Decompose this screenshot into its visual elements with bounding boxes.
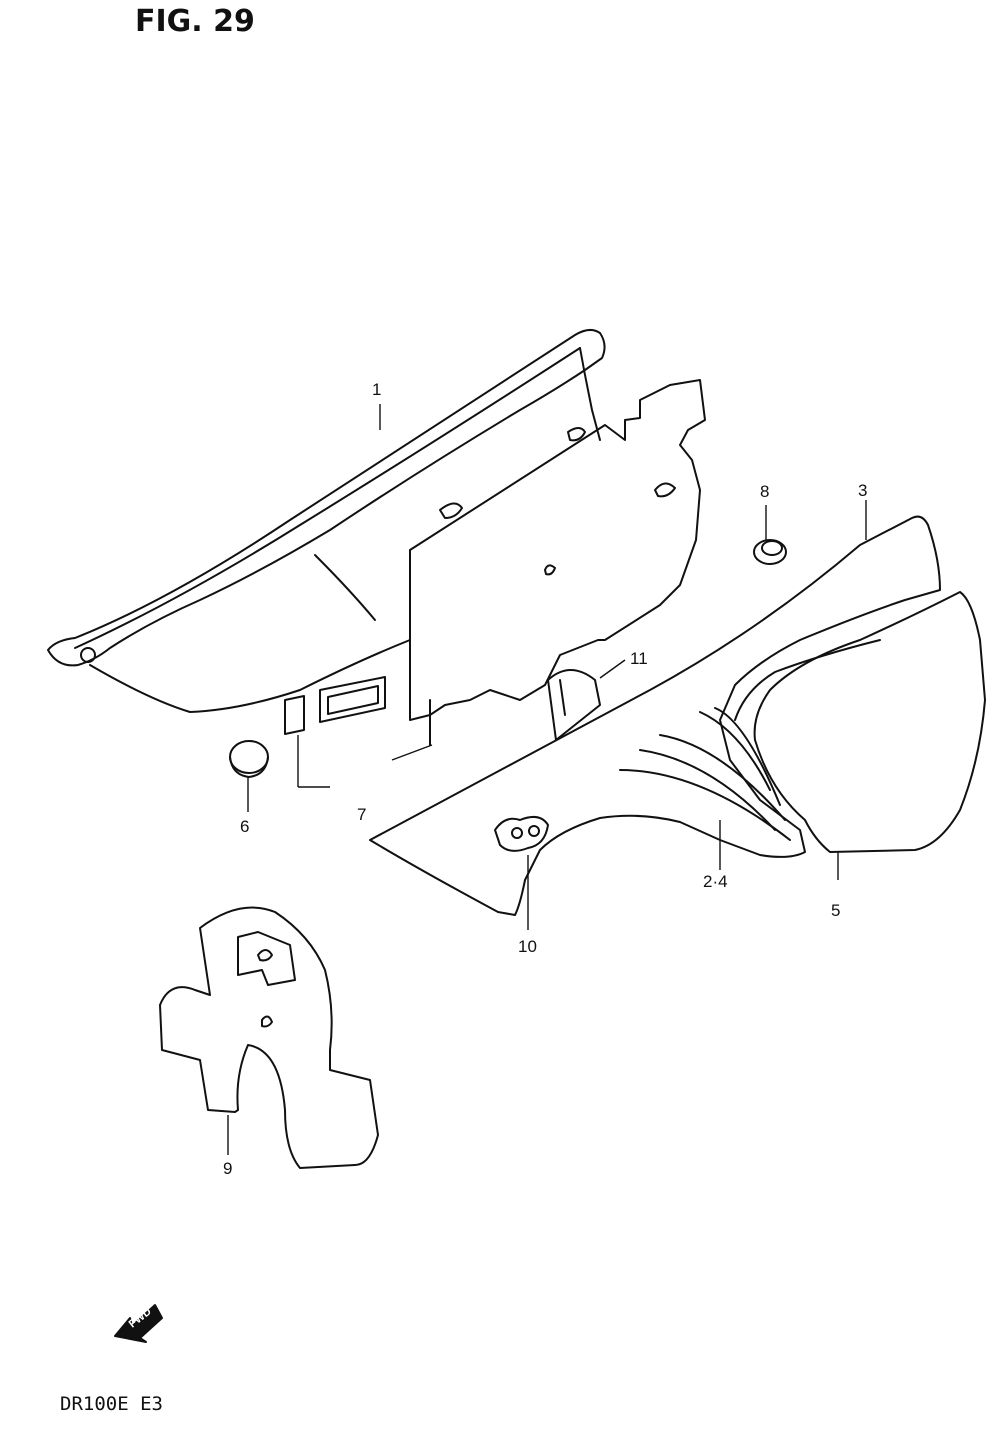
- part-5-cover-plate: [753, 591, 986, 853]
- leader-7c: [391, 744, 433, 761]
- callout-7: 7: [357, 805, 367, 824]
- part-8-grommet: [753, 539, 787, 565]
- part-1-frame-cover-left: [47, 329, 606, 713]
- callout-9: 9: [223, 1159, 233, 1178]
- callout-5: 5: [831, 901, 841, 920]
- callout-11: 11: [630, 649, 648, 668]
- part-3-frame-cover-right: [369, 515, 941, 916]
- part-7-labels: [284, 676, 386, 735]
- callout-2-4: 2·4: [703, 872, 728, 891]
- callout-1: 1: [372, 380, 382, 399]
- callout-8: 8: [760, 482, 770, 501]
- part-11-clip: [547, 669, 601, 741]
- inner-panel: [409, 379, 706, 746]
- callout-6: 6: [240, 817, 250, 836]
- figure-title: FIG. 29: [135, 4, 255, 39]
- part-6-grommet: [229, 740, 269, 778]
- fwd-arrow-icon: [114, 1304, 163, 1343]
- leader-lines: [227, 404, 867, 1155]
- leader-11: [599, 659, 626, 679]
- model-code: DR100E E3: [60, 1393, 163, 1415]
- callout-10: 10: [518, 937, 537, 956]
- part-9-shield: [159, 906, 379, 1169]
- callout-3: 3: [858, 481, 868, 500]
- part-10-emblem: [494, 815, 549, 852]
